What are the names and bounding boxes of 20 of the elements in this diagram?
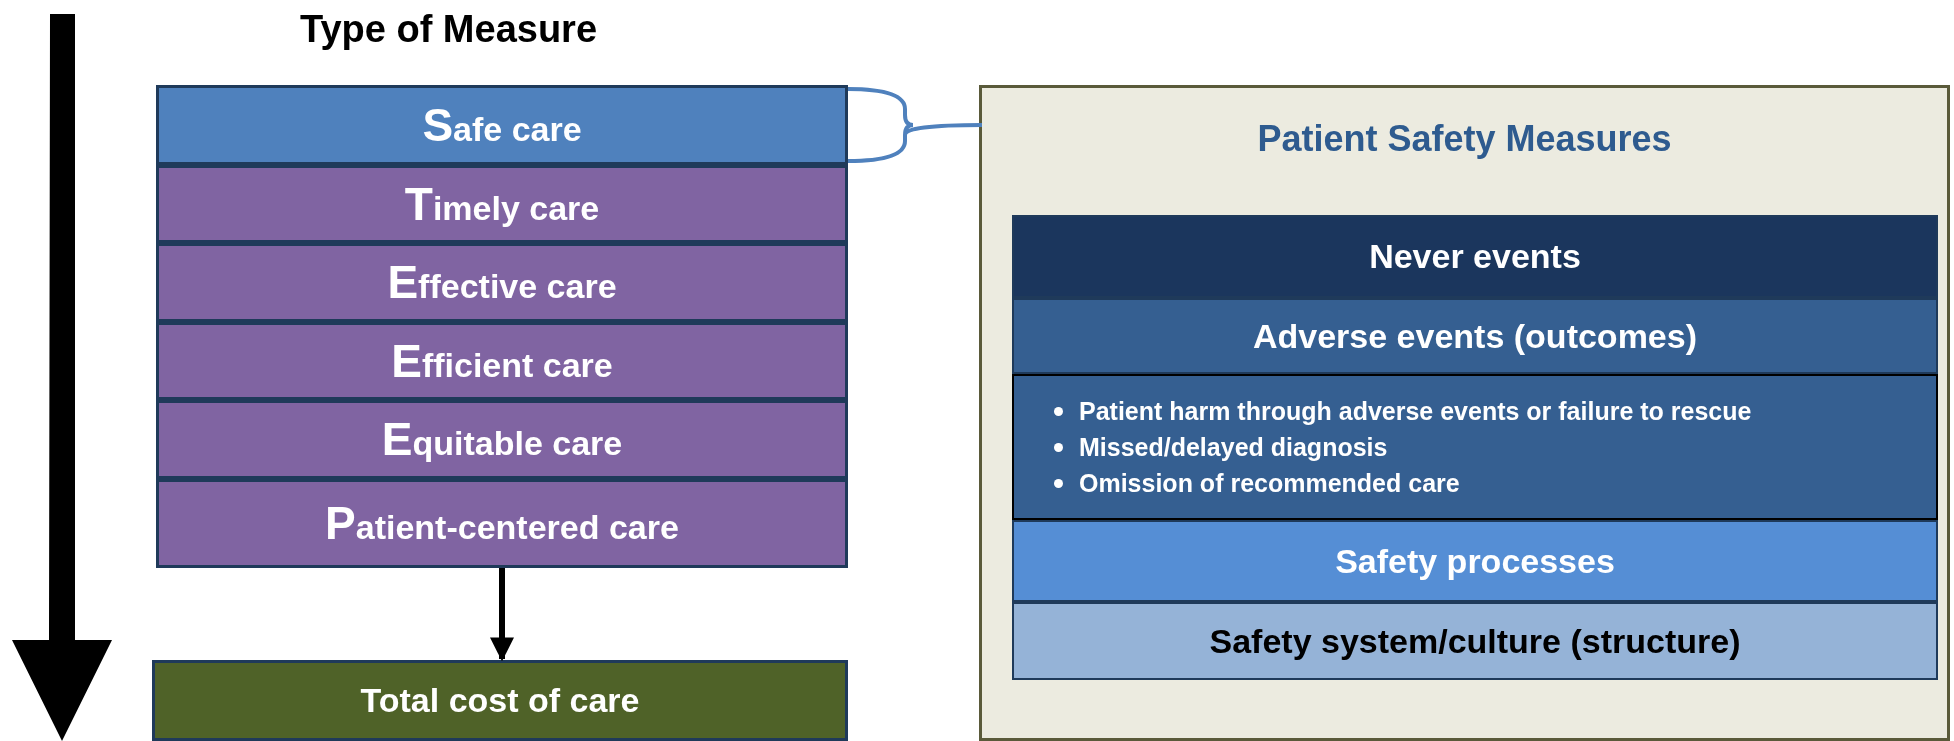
column-heading: Type of Measure (300, 8, 598, 51)
measure-row: Equitable care (156, 400, 848, 479)
bullet-list-box (1012, 374, 1938, 520)
curly-bracket (846, 87, 982, 163)
measure-row: Safe care (156, 85, 848, 165)
measure-band: Safety processes (1012, 520, 1938, 602)
measure-row: Patient-centered care (156, 479, 848, 568)
bullet-item: Missed/delayed diagnosis (1079, 433, 1388, 461)
measure-band: Safety system/culture (structure) (1012, 602, 1938, 680)
measure-row: Efficient care (156, 322, 848, 400)
cost-box: Total cost of care (152, 660, 848, 741)
measure-band: Adverse events (outcomes) (1012, 298, 1938, 374)
measures-panel (979, 85, 1950, 741)
measure-row: Timely care (156, 165, 848, 243)
measure-band: Never events (1012, 215, 1938, 298)
bullet-item: Patient harm through adverse events or failure to rescue (1079, 397, 1752, 425)
arrow (490, 568, 514, 662)
bullet-item: Omission of recommended care (1079, 469, 1460, 497)
panel-heading: Patient Safety Measures (1256, 118, 1673, 160)
measure-row: Effective care (156, 243, 848, 322)
